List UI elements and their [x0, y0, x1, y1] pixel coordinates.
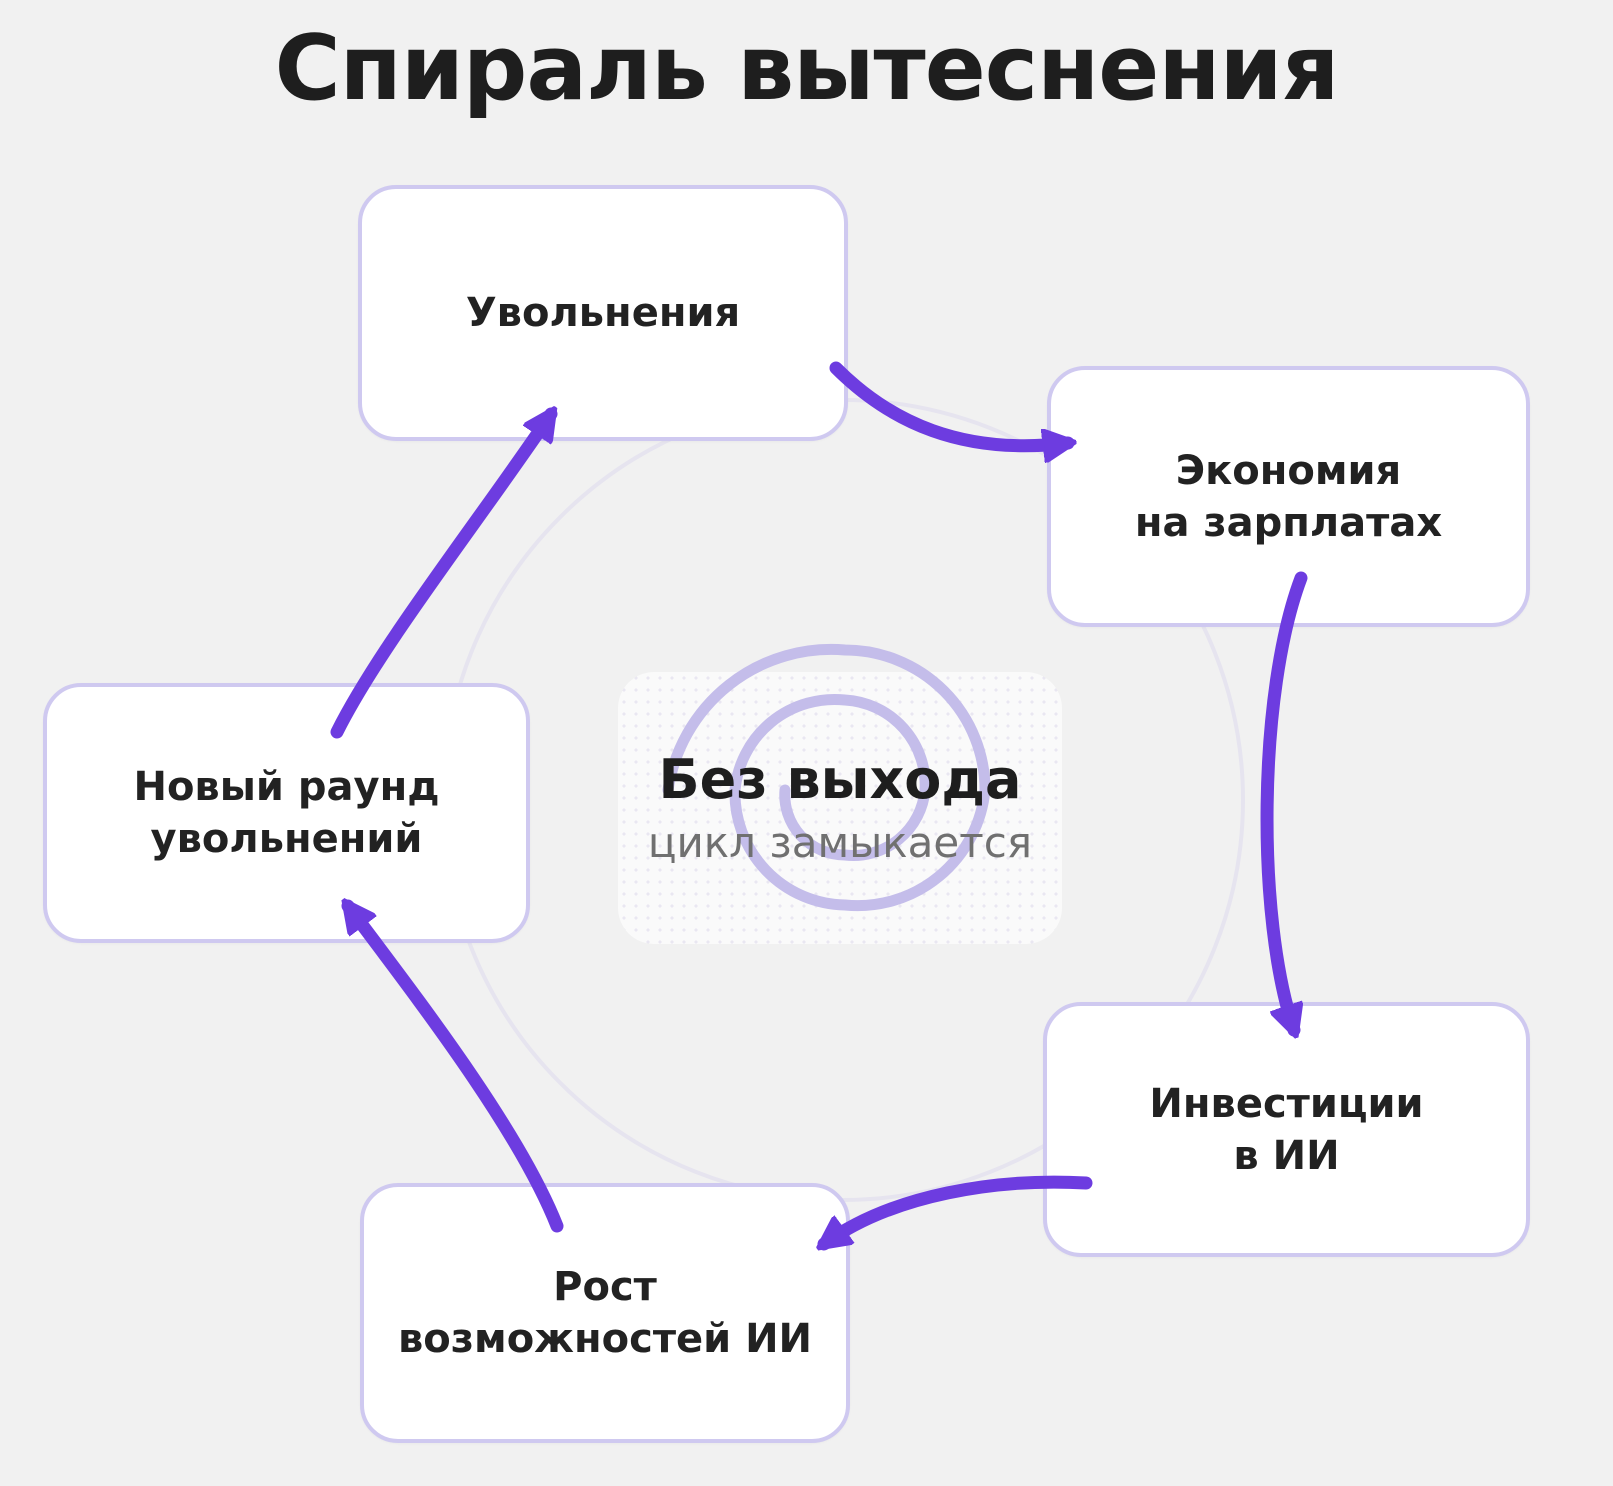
- center-heading: Без выхода: [658, 748, 1022, 812]
- node-ai-growth: Рост возможностей ИИ: [360, 1183, 850, 1443]
- center-subheading: цикл замыкается: [647, 817, 1033, 867]
- node-ai-investments: Инвестиции в ИИ: [1043, 1002, 1530, 1257]
- node-new-round-label: Новый раунд увольнений: [133, 764, 440, 862]
- node-salary-savings: Экономия на зарплатах: [1047, 366, 1530, 627]
- arrow-ai-growth-to-new-round: [348, 906, 564, 1233]
- arrow-salary-savings-to-ai-investments: [1260, 571, 1308, 1030]
- node-layoffs: Увольнения: [358, 185, 848, 441]
- node-new-round: Новый раунд увольнений: [43, 683, 530, 943]
- node-salary-savings-label: Экономия на зарплатах: [1134, 447, 1443, 546]
- center-text: Без выхода цикл замыкается: [618, 672, 1062, 944]
- arrow-layoffs-to-salary-savings: [829, 361, 1068, 446]
- node-ai-growth-label: Рост возможностей ИИ: [397, 1264, 813, 1362]
- page-title: Спираль вытеснения: [274, 16, 1340, 121]
- node-ai-investments-label: Инвестиции в ИИ: [1149, 1080, 1424, 1179]
- node-layoffs-label: Увольнения: [465, 290, 741, 336]
